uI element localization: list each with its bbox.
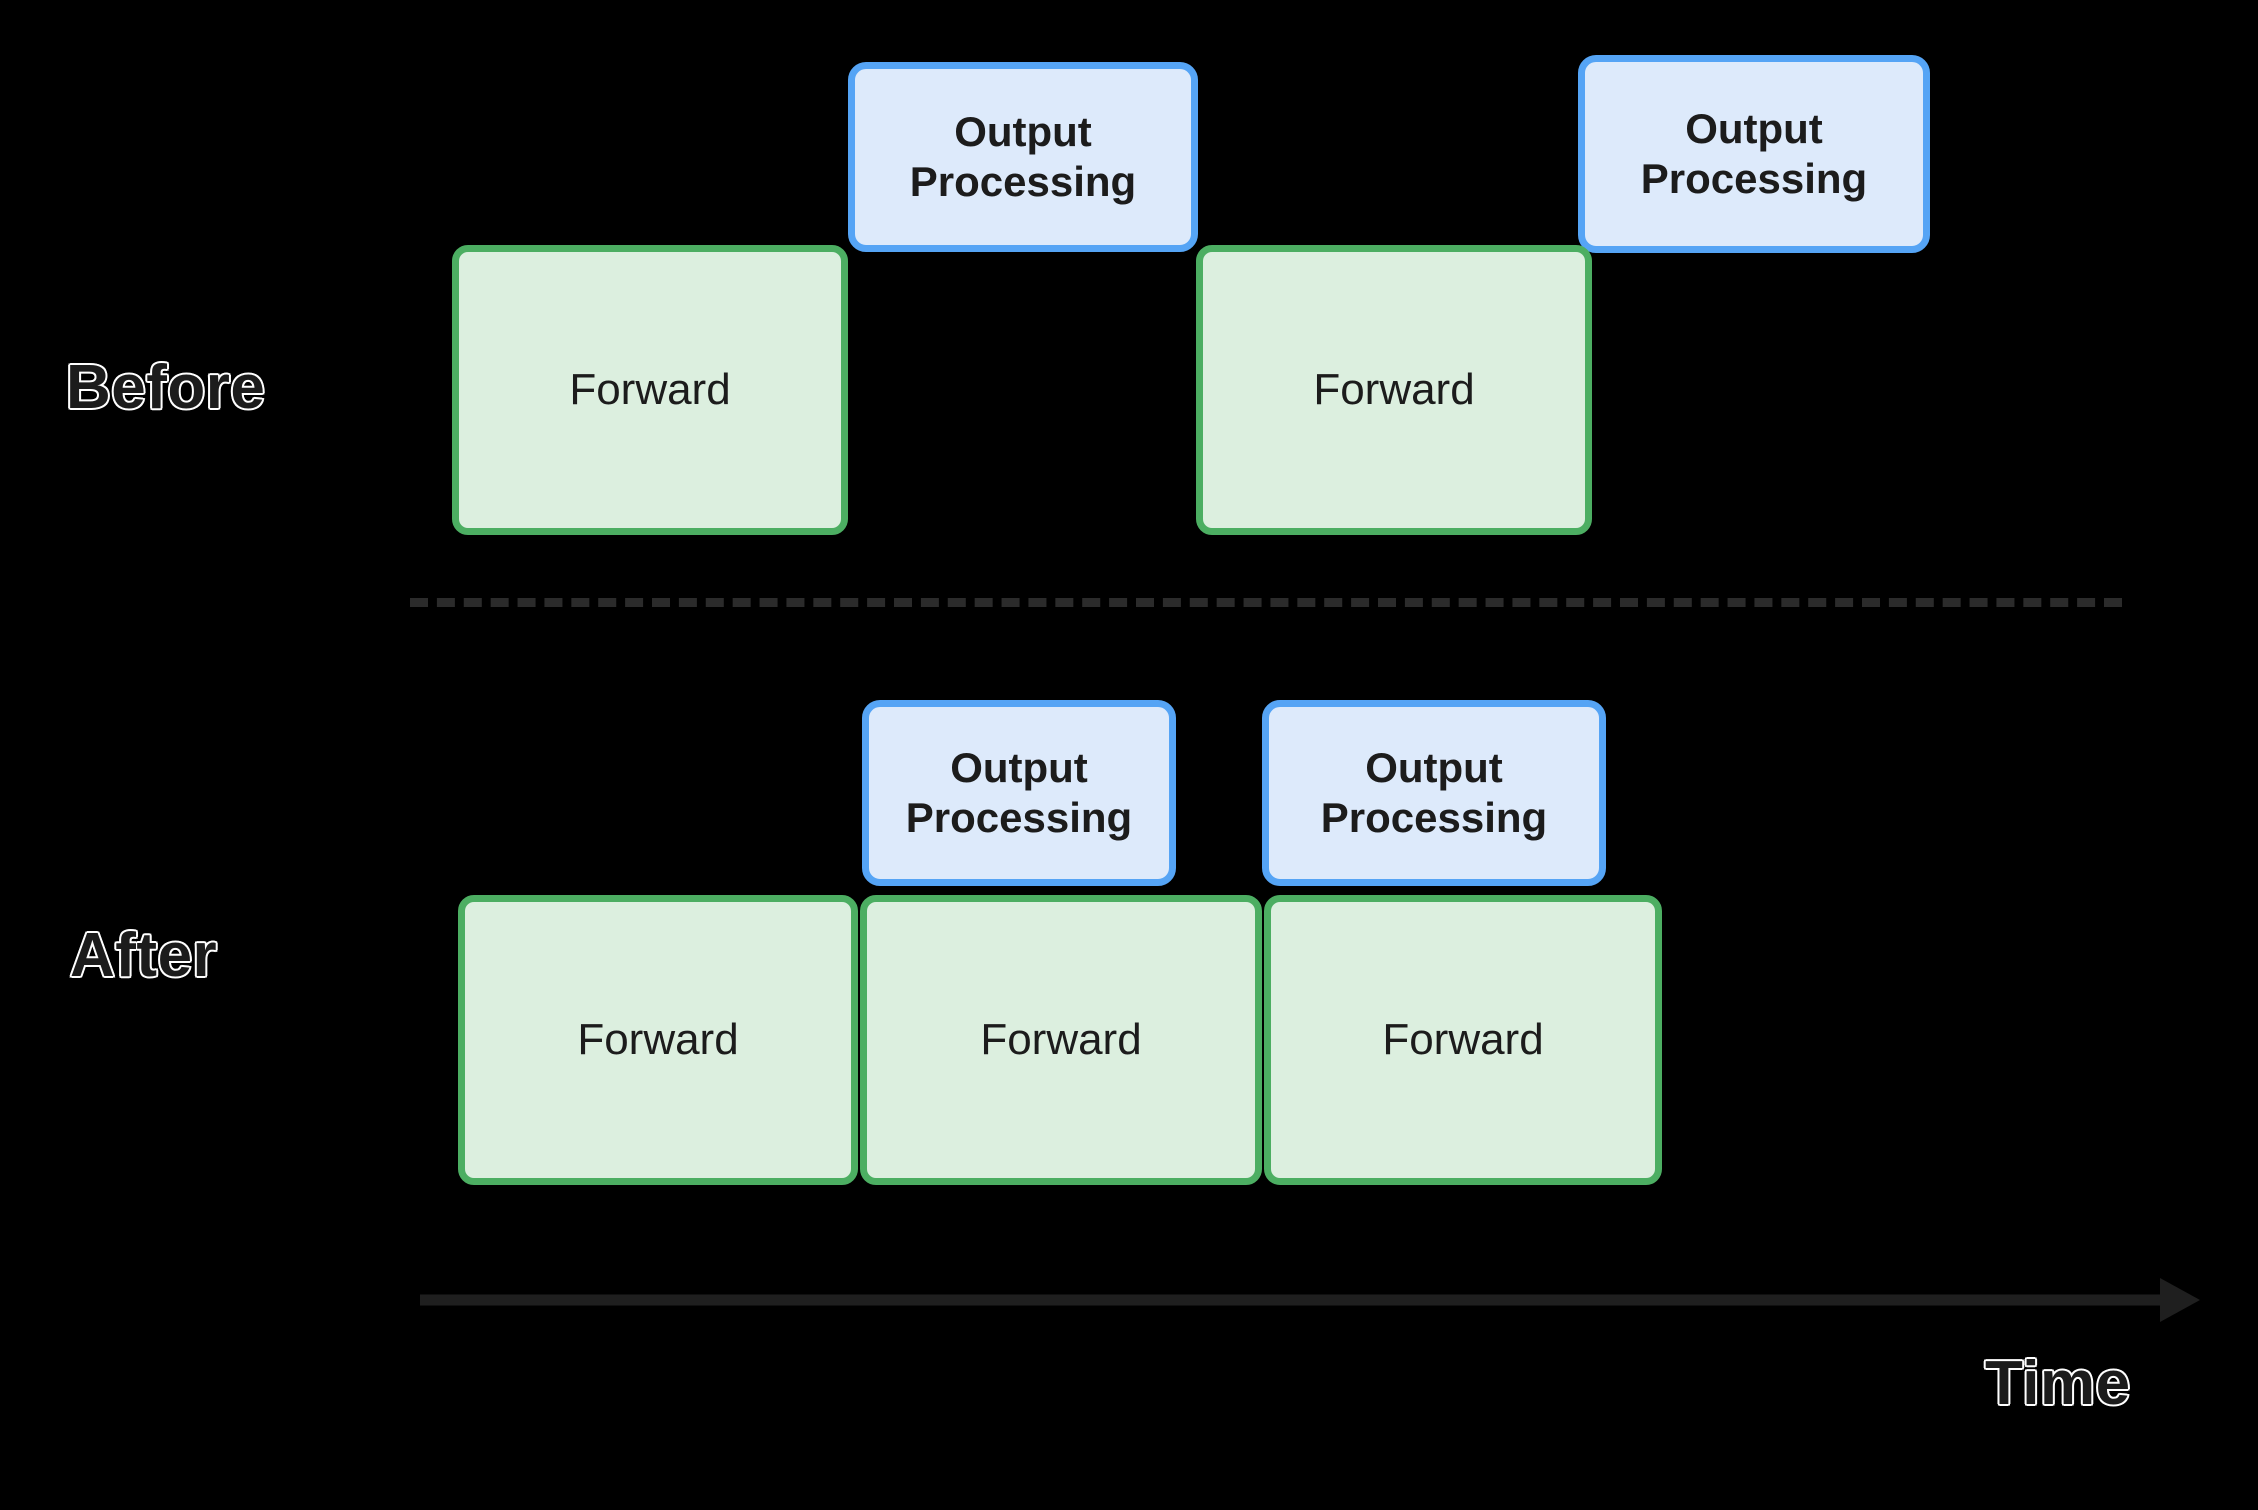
time-axis-arrow-icon — [420, 1278, 2200, 1322]
block-label: Output Processing — [909, 108, 1137, 205]
row-label-before: Before — [64, 352, 266, 424]
block-label: Forward — [980, 1015, 1142, 1065]
block-after-output-processing-2[interactable]: Output Processing — [1262, 700, 1606, 886]
block-after-forward-2[interactable]: Forward — [860, 895, 1262, 1185]
row-label-after: After — [68, 920, 218, 992]
row-label-before-text: Before — [64, 352, 266, 424]
block-before-forward-2[interactable]: Forward — [1196, 245, 1592, 535]
axis-label-time: Time — [1984, 1348, 2132, 1420]
block-label: Forward — [577, 1015, 739, 1065]
block-label: Output Processing — [1320, 744, 1548, 841]
block-before-output-processing-2[interactable]: Output Processing — [1578, 55, 1930, 253]
axis-label-time-text: Time — [1984, 1348, 2132, 1420]
row-label-after-text: After — [68, 920, 218, 992]
block-before-forward-1[interactable]: Forward — [452, 245, 848, 535]
block-after-forward-1[interactable]: Forward — [458, 895, 858, 1185]
block-label: Output Processing — [1640, 105, 1868, 202]
section-divider — [410, 598, 2122, 607]
block-label: Forward — [569, 365, 731, 415]
block-label: Forward — [1313, 365, 1475, 415]
block-label: Output Processing — [905, 744, 1133, 841]
block-after-output-processing-1[interactable]: Output Processing — [862, 700, 1176, 886]
block-after-forward-3[interactable]: Forward — [1264, 895, 1662, 1185]
block-label: Forward — [1382, 1015, 1544, 1065]
block-before-output-processing-1[interactable]: Output Processing — [848, 62, 1198, 252]
